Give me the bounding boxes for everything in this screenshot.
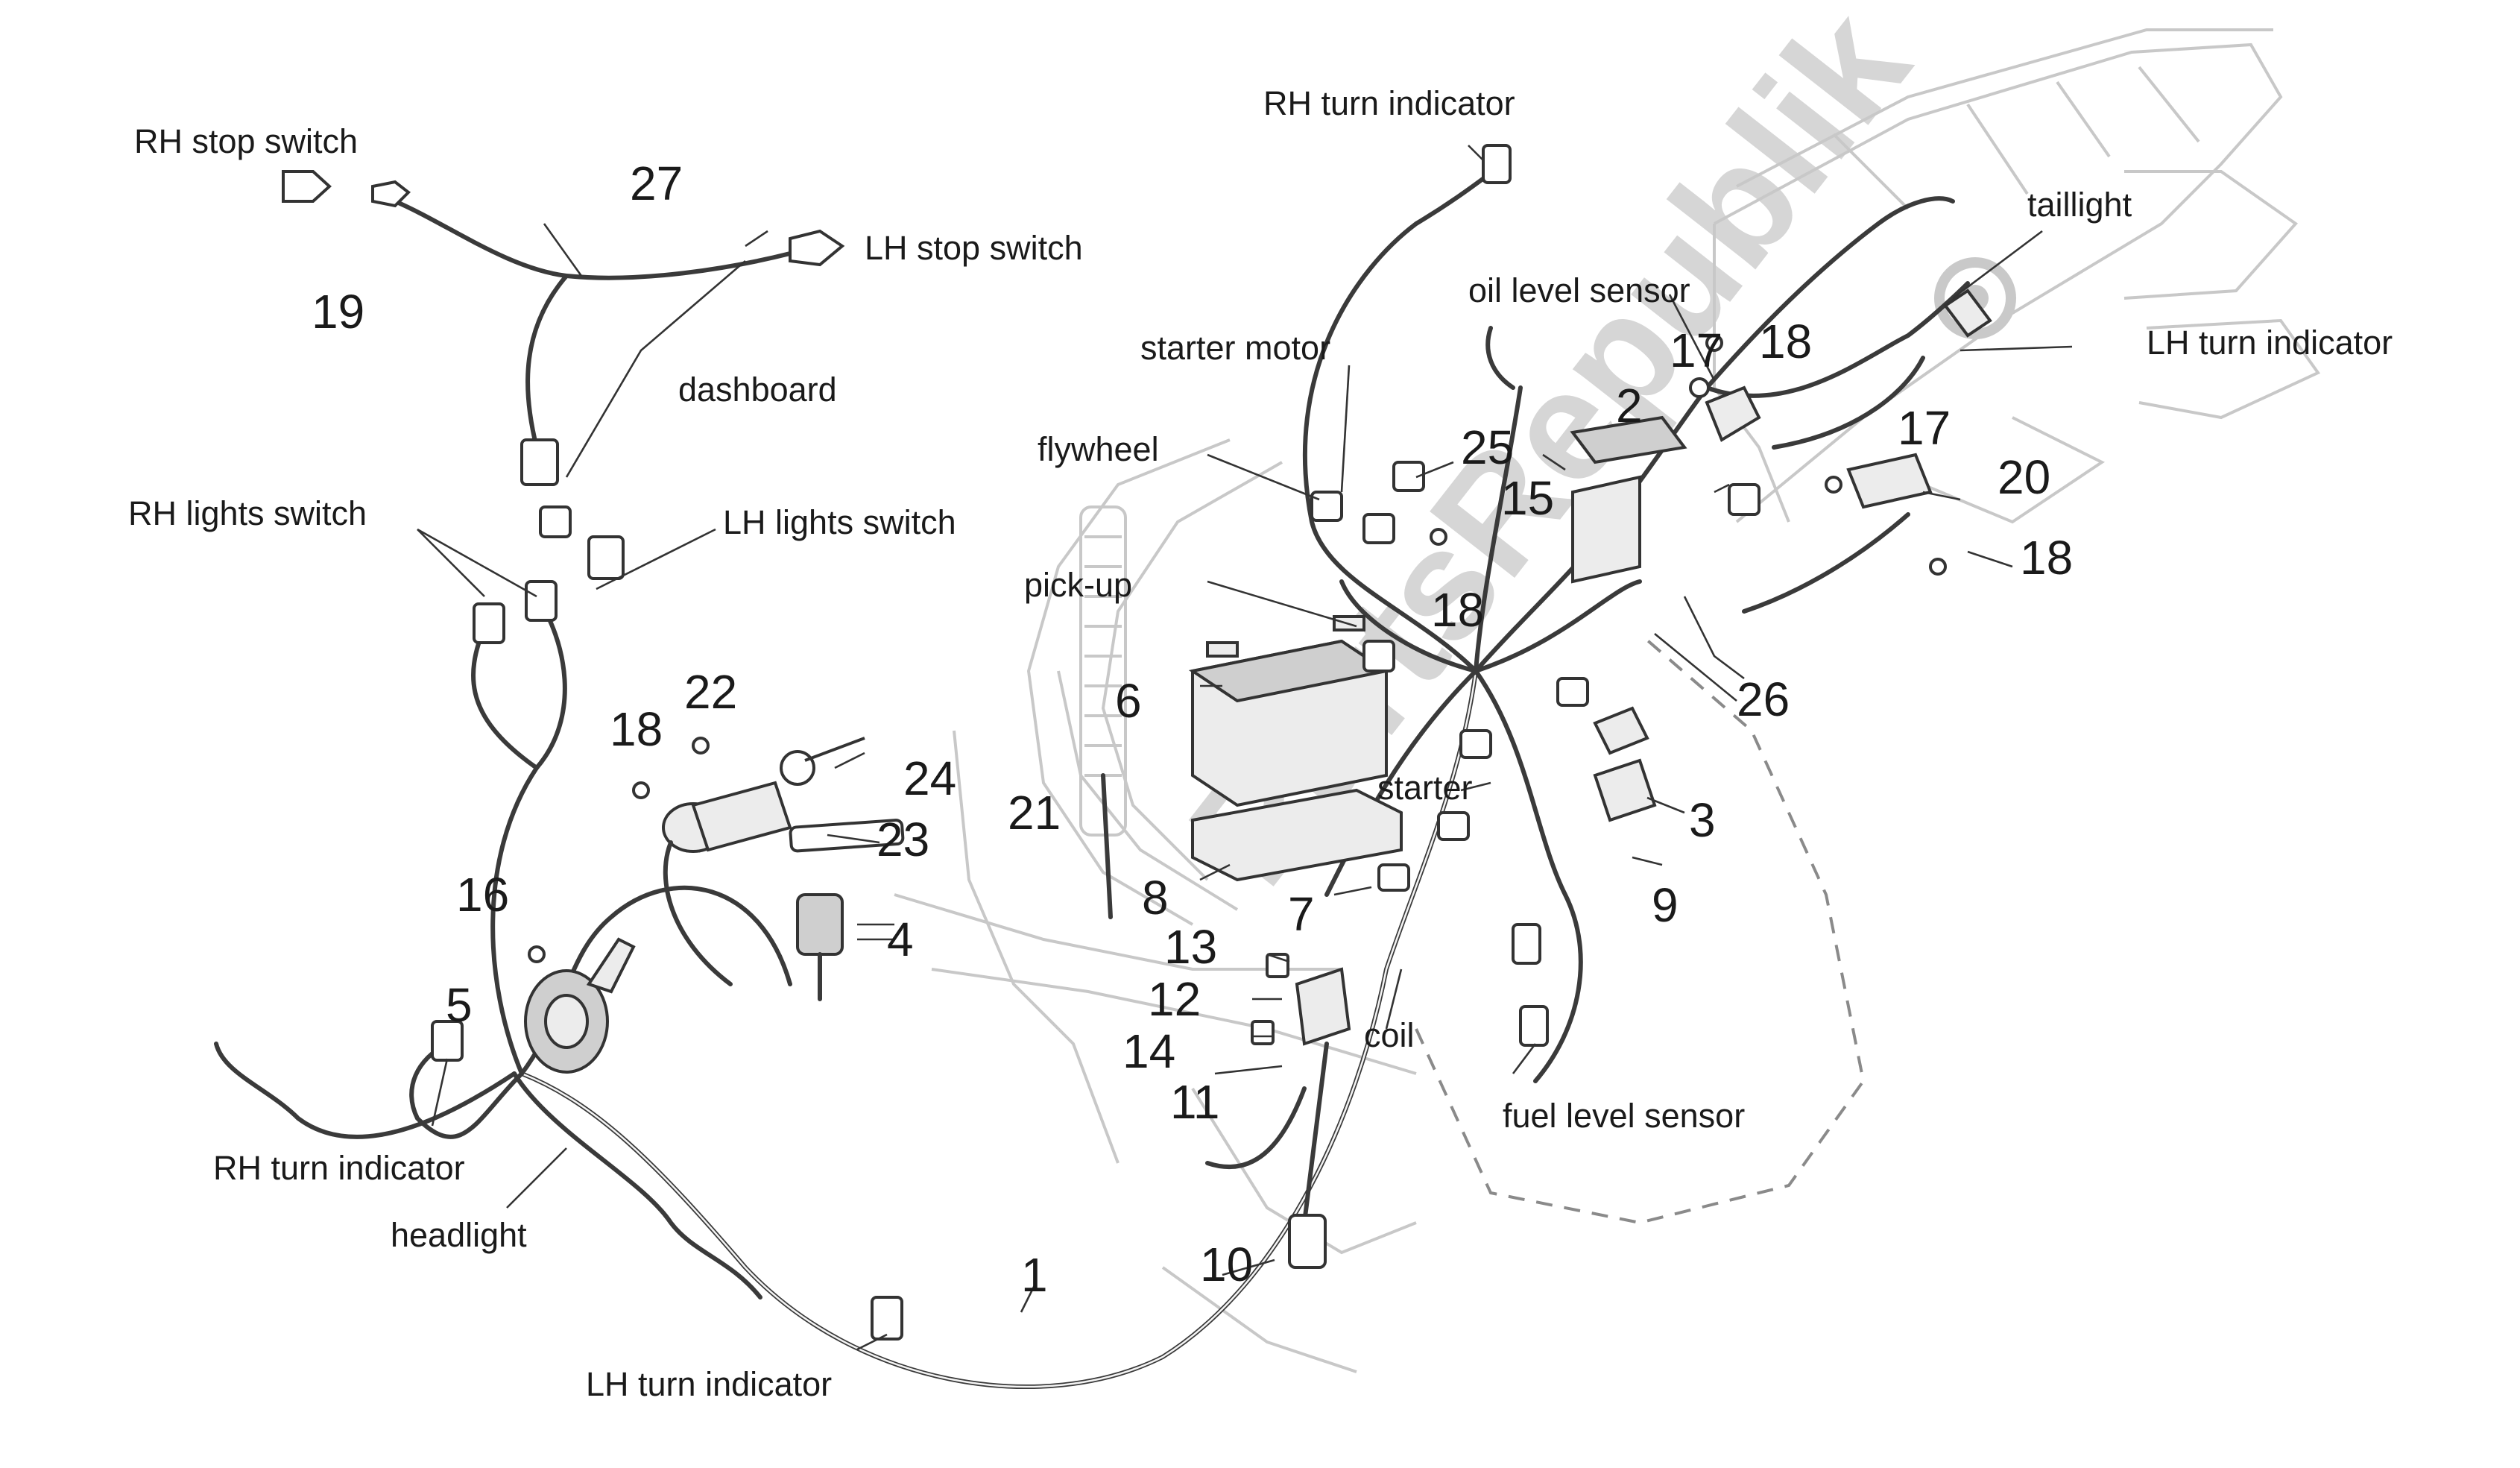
label-lh-turn-indicator-right: LH turn indicator (2147, 324, 2393, 362)
part-number-11: 11 (1170, 1075, 1219, 1129)
part-number-12: 12 (1148, 972, 1201, 1026)
label-rh-lights-switch: RH lights switch (128, 494, 367, 532)
part-number-9: 9 (1652, 878, 1679, 932)
connectors (431, 144, 1589, 1341)
callout-labels: RH stop switch LH stop switch dashboard … (128, 84, 2393, 1403)
label-dashboard: dashboard (678, 371, 837, 409)
part-number-18c: 18 (1431, 583, 1484, 637)
part-number-18d: 18 (610, 702, 663, 756)
part-number-6: 6 (1115, 674, 1142, 728)
label-rh-turn-indicator-left: RH turn indicator (213, 1149, 465, 1187)
relay-group (1205, 953, 1351, 1269)
part-number-19: 19 (312, 285, 364, 338)
stop-switch-harness (282, 170, 845, 486)
part-number-23: 23 (877, 813, 929, 866)
label-taillight: taillight (2027, 186, 2132, 224)
part-number-26: 26 (1737, 672, 1790, 726)
part-number-3: 3 (1689, 793, 1716, 847)
leader-lines (417, 145, 2073, 1351)
label-lh-lights-switch: LH lights switch (723, 503, 956, 541)
label-rh-turn-indicator-top: RH turn indicator (1263, 84, 1515, 122)
part-number-2: 2 (1616, 379, 1643, 432)
part-number-15: 15 (1501, 471, 1554, 525)
part-number-7: 7 (1288, 887, 1315, 941)
small-hardware (528, 334, 1947, 963)
part-number-8: 8 (1142, 871, 1169, 924)
label-pick-up: pick-up (1024, 566, 1132, 604)
part-number-24: 24 (903, 752, 956, 805)
label-lh-stop-switch: LH stop switch (865, 229, 1083, 267)
part-number-1: 1 (1021, 1248, 1048, 1302)
part-numbers: 27 19 25 17 18 2 15 17 20 18 18 26 6 3 9… (312, 157, 2073, 1302)
part-number-21: 21 (1008, 786, 1061, 839)
part-number-14: 14 (1122, 1024, 1175, 1078)
label-oil-level-sensor: oil level sensor (1468, 271, 1690, 309)
label-rh-stop-switch: RH stop switch (134, 122, 358, 160)
part-number-27: 27 (630, 157, 683, 210)
label-coil: coil (1364, 1016, 1415, 1054)
fuse-box (796, 893, 844, 1001)
main-harness (214, 161, 1970, 1389)
label-starter: starter (1377, 769, 1473, 807)
label-headlight: headlight (391, 1216, 527, 1254)
part-number-17b: 17 (1898, 401, 1951, 455)
horn (524, 937, 636, 1074)
label-fuel-level-sensor: fuel level sensor (1503, 1097, 1745, 1135)
label-starter-motor: starter motor (1140, 329, 1330, 367)
part-number-25: 25 (1461, 420, 1514, 474)
part-number-10: 10 (1200, 1238, 1253, 1291)
starter-relay-assembly (662, 737, 905, 986)
part-number-5: 5 (446, 978, 473, 1032)
ecu-taillight-group (1728, 289, 1992, 614)
part-number-18b: 18 (2020, 531, 2073, 585)
part-number-17a: 17 (1670, 324, 1722, 377)
label-flywheel: flywheel (1038, 430, 1159, 468)
part-number-4: 4 (887, 913, 914, 966)
label-lh-turn-indicator-bottom: LH turn indicator (586, 1365, 832, 1403)
battery (1188, 615, 1403, 882)
part-number-16: 16 (456, 868, 509, 922)
part-number-22: 22 (684, 665, 737, 719)
part-number-20: 20 (1998, 450, 2050, 504)
regulator (1570, 385, 1761, 822)
part-number-13: 13 (1164, 920, 1217, 974)
part-number-18a: 18 (1759, 315, 1812, 368)
